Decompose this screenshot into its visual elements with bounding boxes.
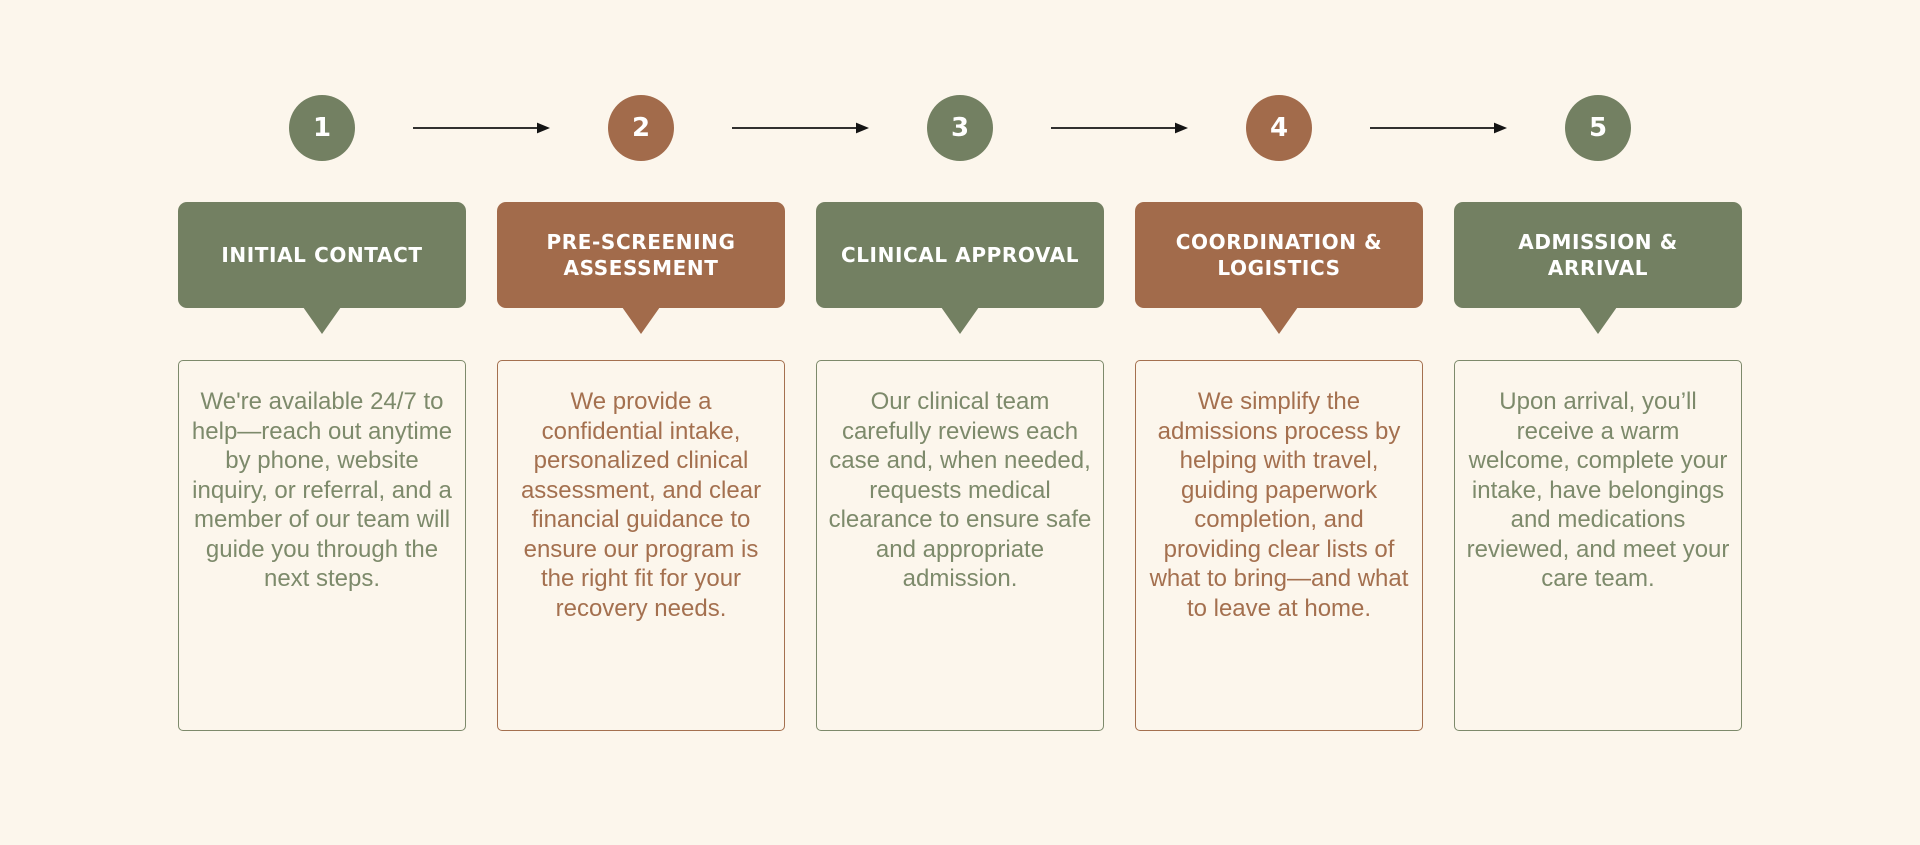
- banner-pointer-tail: [1579, 307, 1617, 334]
- step-number-circle: 3: [927, 95, 993, 161]
- step-number-text: 5: [1588, 113, 1608, 143]
- banner-pointer-tail: [1260, 307, 1298, 334]
- step-title-banner: COORDINATION & LOGISTICS: [1135, 202, 1423, 308]
- flow-arrow-icon: [412, 122, 550, 134]
- step-number-circle: 4: [1246, 95, 1312, 161]
- step-description-box: Upon arrival, you’ll receive a warm welc…: [1454, 360, 1742, 731]
- flow-arrow-icon: [731, 122, 869, 134]
- flow-arrow-icon: [1369, 122, 1507, 134]
- banner-pointer-tail: [622, 307, 660, 334]
- step-description-text: Upon arrival, you’ll receive a warm welc…: [1466, 388, 1730, 592]
- step-number-text: 2: [631, 113, 651, 143]
- step-column-2: 2 PRE-SCREENING ASSESSMENT We provide a …: [497, 95, 785, 731]
- step-title-text: ADMISSION & ARRIVAL: [1518, 230, 1678, 280]
- step-title-banner: ADMISSION & ARRIVAL: [1454, 202, 1742, 308]
- step-title-banner: INITIAL CONTACT: [178, 202, 466, 308]
- step-description-text: We're available 24/7 to help—reach out a…: [191, 388, 453, 592]
- step-number-text: 1: [312, 113, 332, 143]
- step-title-banner: CLINICAL APPROVAL: [816, 202, 1104, 308]
- step-description-box: Our clinical team carefully reviews each…: [816, 360, 1104, 731]
- step-column-3: 3 CLINICAL APPROVAL Our clinical team ca…: [816, 95, 1104, 731]
- step-description-text: We simplify the admissions process by he…: [1149, 388, 1409, 622]
- step-title-text: CLINICAL APPROVAL: [840, 243, 1080, 267]
- step-description-box: We provide a confidential intake, person…: [497, 360, 785, 731]
- step-number-text: 3: [950, 113, 970, 143]
- step-title-text: INITIAL CONTACT: [221, 243, 423, 267]
- banner-pointer-tail: [941, 307, 979, 334]
- step-title-text: PRE-SCREENING ASSESSMENT: [546, 230, 736, 280]
- banner-pointer-tail: [303, 307, 341, 334]
- step-number-circle: 2: [608, 95, 674, 161]
- step-title-banner: PRE-SCREENING ASSESSMENT: [497, 202, 785, 308]
- step-column-1: 1 INITIAL CONTACT We're available 24/7 t…: [178, 95, 466, 731]
- step-description-box: We simplify the admissions process by he…: [1135, 360, 1423, 731]
- step-number-circle: 5: [1565, 95, 1631, 161]
- steps-row: 1 INITIAL CONTACT We're available 24/7 t…: [178, 95, 1742, 731]
- step-column-5: 5 ADMISSION & ARRIVAL Upon arrival, you’…: [1454, 95, 1742, 731]
- step-column-4: 4 COORDINATION & LOGISTICS We simplify t…: [1135, 95, 1423, 731]
- step-title-text: COORDINATION & LOGISTICS: [1175, 230, 1383, 280]
- step-description-box: We're available 24/7 to help—reach out a…: [178, 360, 466, 731]
- step-number-circle: 1: [289, 95, 355, 161]
- process-flow-diagram: 1 INITIAL CONTACT We're available 24/7 t…: [178, 0, 1742, 731]
- flow-arrow-icon: [1050, 122, 1188, 134]
- step-number-text: 4: [1269, 113, 1289, 143]
- step-description-text: Our clinical team carefully reviews each…: [828, 388, 1092, 592]
- step-description-text: We provide a confidential intake, person…: [520, 388, 762, 622]
